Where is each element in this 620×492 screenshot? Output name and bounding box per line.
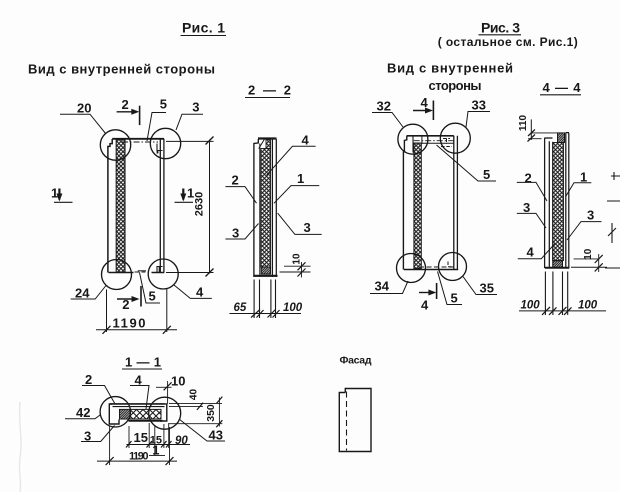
svg-text:100: 100 [521,300,541,312]
svg-text:65: 65 [234,302,247,314]
svg-text:4: 4 [196,285,204,300]
svg-text:2: 2 [122,297,129,312]
svg-text:Рис. 1: Рис. 1 [182,20,225,36]
svg-text:4: 4 [421,95,429,110]
svg-text:( остальное см. Рис.1): ( остальное см. Рис.1) [438,35,578,49]
svg-text:4 — 4: 4 — 4 [543,80,582,95]
svg-text:5: 5 [160,97,167,112]
svg-text:2: 2 [122,97,129,112]
svg-text:1: 1 [187,186,194,201]
svg-text:Вид с внутренней стороны: Вид с внутренней стороны [28,62,215,77]
svg-text:2630: 2630 [194,192,206,216]
svg-text:4: 4 [527,245,535,260]
svg-text:стороны: стороны [429,78,482,93]
svg-text:34: 34 [375,279,390,294]
svg-text:3: 3 [304,220,311,235]
svg-text:4: 4 [135,373,143,388]
svg-text:15: 15 [134,430,148,445]
svg-text:350: 350 [205,404,217,422]
svg-text:90: 90 [175,435,188,447]
svg-text:35: 35 [480,281,494,296]
svg-text:20: 20 [77,101,91,116]
svg-text:43: 43 [209,428,223,443]
svg-text:1: 1 [51,186,58,201]
svg-text:1 — 1: 1 — 1 [125,355,161,370]
svg-text:10: 10 [291,253,302,265]
svg-text:40: 40 [188,389,199,401]
svg-text:2: 2 [232,173,239,188]
svg-text:3: 3 [192,100,199,115]
svg-text:3: 3 [587,208,594,223]
svg-text:Рис. 3: Рис. 3 [481,20,520,36]
svg-text:42: 42 [76,405,90,420]
svg-text:24: 24 [75,286,90,301]
svg-text:32: 32 [377,99,391,114]
svg-text:33: 33 [472,98,486,113]
svg-text:5: 5 [451,291,458,306]
svg-text:3: 3 [232,226,239,241]
svg-text:100: 100 [283,302,303,314]
svg-text:10: 10 [171,374,185,389]
svg-text:1190: 1190 [113,316,146,331]
svg-text:1: 1 [152,442,159,457]
svg-text:Вид с внутренней: Вид с внутренней [387,61,513,76]
svg-text:1: 1 [580,170,587,185]
svg-text:4: 4 [421,298,429,313]
svg-text:5: 5 [149,289,156,304]
svg-text:110: 110 [518,114,529,131]
svg-text:3: 3 [523,200,530,215]
svg-text:15: 15 [150,434,162,446]
svg-text:2 — 2: 2 — 2 [248,83,291,98]
svg-text:2: 2 [85,372,92,387]
svg-text:100: 100 [578,300,598,312]
svg-text:4: 4 [302,133,310,148]
svg-text:3: 3 [84,429,91,444]
svg-text:1190: 1190 [129,451,149,463]
svg-text:Фасад: Фасад [340,355,372,367]
svg-text:1: 1 [297,171,304,186]
svg-text:2: 2 [525,171,532,186]
svg-text:5: 5 [483,167,490,182]
svg-text:10: 10 [583,248,594,260]
